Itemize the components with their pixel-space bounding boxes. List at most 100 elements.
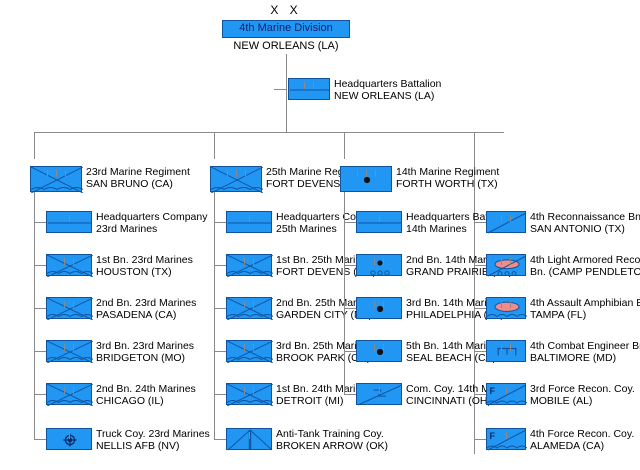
unit-node[interactable]: 4th Assault Amphibian Bn.TAMPA (FL) <box>486 297 640 321</box>
infantry-amphibious-icon <box>46 340 93 363</box>
infantry-amphibious-icon <box>30 166 83 193</box>
unit-name: 4th Light Armored Recon. <box>530 254 640 266</box>
unit-node[interactable]: 4th Reconnaissance Bn.SAN ANTONIO (TX) <box>486 211 640 235</box>
unit-location: TAMPA (FL) <box>530 309 587 321</box>
unit-node[interactable]: Anti-Tank Training Coy.BROKEN ARROW (OK) <box>226 428 472 452</box>
connector-line <box>344 265 356 266</box>
connector-line <box>344 132 345 159</box>
connector-line <box>34 222 46 223</box>
unit-node[interactable]: 4th Light Armored Recon.Bn. (CAMP PENDLE… <box>486 254 640 278</box>
unit-location: FORTH WORTH (TX) <box>396 178 498 190</box>
unit-name: 2nd Bn. 23rd Marines <box>96 297 197 309</box>
division-location: NEW ORLEANS (LA) <box>233 40 339 52</box>
division-echelon-marker: X X <box>270 3 302 17</box>
unit-name: 3rd Force Recon. Coy. <box>530 383 635 395</box>
signal-communications-icon <box>356 383 403 406</box>
division-symbol <box>222 20 350 38</box>
infantry-amphibious-icon <box>46 297 93 320</box>
unit-location: PASADENA (CA) <box>96 309 177 321</box>
infantry-amphibious-icon <box>226 340 273 363</box>
unit-location: FORT DEVENS (MA) <box>276 266 376 278</box>
echelon-marker <box>356 247 402 265</box>
connector-line <box>34 132 504 133</box>
artillery-icon <box>356 297 402 319</box>
connector-line <box>344 192 345 394</box>
reconnaissance-icon <box>486 211 527 234</box>
unit-location: NEW ORLEANS (LA) <box>334 90 435 102</box>
unit-location: Bn. (CAMP PENDLETON <box>530 266 640 278</box>
echelon-marker <box>226 204 272 222</box>
unit-name: 2nd Bn. 24th Marines <box>96 383 196 395</box>
echelon-marker <box>30 159 82 177</box>
unit-location: SAN BRUNO (CA) <box>86 178 173 190</box>
connector-line <box>286 54 287 132</box>
unit-location: DETROIT (MI) <box>276 395 344 407</box>
unit-location: BALTIMORE (MD) <box>530 352 617 364</box>
connector-line <box>474 265 486 266</box>
unit-location: CHICAGO (IL) <box>96 395 164 407</box>
connector-line <box>214 308 226 309</box>
artillery-icon <box>356 340 402 362</box>
connector-line <box>474 351 486 352</box>
echelon-marker <box>486 333 526 351</box>
connector-line <box>344 222 356 223</box>
light-armored-recon-icon <box>486 254 527 277</box>
echelon-marker <box>356 376 402 394</box>
battalion-hq-icon <box>288 78 330 100</box>
echelon-marker <box>46 247 92 265</box>
unit-node[interactable]: 4th Combat Engineer Bn.BALTIMORE (MD) <box>486 340 640 364</box>
unit-label-group: Anti-Tank Training Coy.BROKEN ARROW (OK) <box>276 428 388 452</box>
echelon-marker <box>486 247 526 265</box>
unit-name: Headquarters Battalion <box>334 78 442 90</box>
connector-line <box>274 89 287 90</box>
connector-line <box>34 265 46 266</box>
connector-line <box>474 439 486 440</box>
unit-name: Anti-Tank Training Coy. <box>276 428 384 440</box>
unit-location: 14th Marines <box>406 223 467 235</box>
unit-label-group: 3rd Force Recon. Coy.MOBILE (AL) <box>530 383 635 407</box>
unit-location: PHILADELPHIA (PA) <box>406 309 504 321</box>
unit-name: Truck Coy. 23rd Marines <box>96 428 210 440</box>
echelon-marker <box>486 421 526 439</box>
connector-line <box>474 132 475 454</box>
force-recon-badge: F <box>489 430 496 441</box>
headquarters-company-icon <box>46 211 92 233</box>
unit-location: ALAMEDA (CA) <box>530 440 605 452</box>
connector-line <box>34 132 35 159</box>
unit-name: 5th Bn. 14th Marines <box>406 340 503 352</box>
unit-label-group: 4th Reconnaissance Bn.SAN ANTONIO (TX) <box>530 211 640 235</box>
unit-location: BROKEN ARROW (OK) <box>276 440 389 452</box>
connector-line <box>474 308 486 309</box>
echelon-marker <box>46 290 92 308</box>
unit-label-group: 4th Combat Engineer Bn.BALTIMORE (MD) <box>530 340 640 364</box>
infantry-amphibious-icon <box>226 254 273 277</box>
unit-location: 23rd Marines <box>96 223 158 235</box>
